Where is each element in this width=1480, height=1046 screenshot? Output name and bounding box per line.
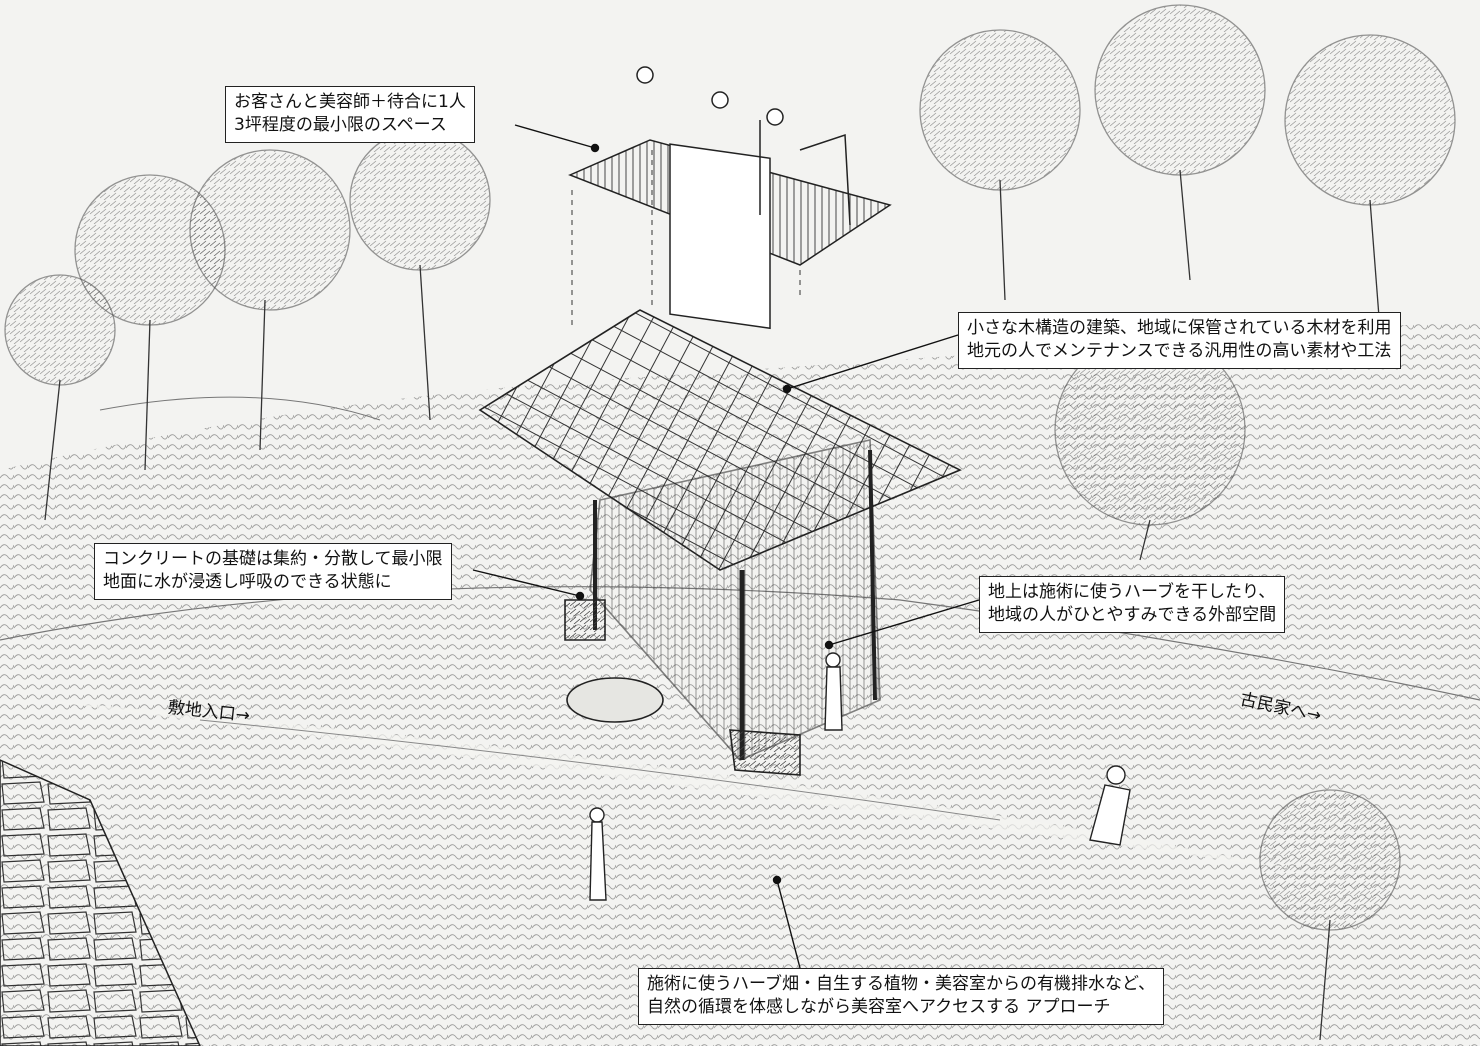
annotation-structure: 小さな木構造の建築、地域に保管されている木材を利用 地元の人でメンテナンスできる… bbox=[958, 312, 1401, 369]
tree-right-1 bbox=[920, 30, 1080, 300]
annotation-foundation-line1: コンクリートの基礎は集約・分散して最小限 bbox=[103, 548, 443, 571]
annotation-ground-floor: 地上は施術に使うハーブを干したり、 地域の人がひとやすみできる外部空間 bbox=[979, 576, 1285, 633]
annotation-foundation-line2: 地面に水が浸透し呼吸のできる状態に bbox=[103, 571, 443, 594]
annotation-foundation: コンクリートの基礎は集約・分散して最小限 地面に水が浸透し呼吸のできる状態に bbox=[94, 543, 452, 600]
floating-interior-floor bbox=[570, 67, 890, 328]
annotation-space-line1: お客さんと美容師＋待合に1人 bbox=[234, 91, 466, 114]
tree-left-3 bbox=[350, 130, 490, 420]
annotation-approach-line2: 自然の循環を体感しながら美容室へアクセスする アプローチ bbox=[647, 996, 1155, 1019]
annotation-structure-line2: 地元の人でメンテナンスできる汎用性の高い素材や工法 bbox=[967, 340, 1392, 363]
annotation-space: お客さんと美容師＋待合に1人 3坪程度の最小限のスペース bbox=[225, 86, 475, 143]
annotation-ground-floor-line2: 地域の人がひとやすみできる外部空間 bbox=[988, 604, 1276, 627]
tree-left-2 bbox=[190, 150, 350, 450]
tree-right-3 bbox=[1285, 35, 1455, 330]
tree-right-2 bbox=[1095, 5, 1265, 280]
annotation-structure-line1: 小さな木構造の建築、地域に保管されている木材を利用 bbox=[967, 317, 1392, 340]
annotation-approach: 施術に使うハーブ畑・自生する植物・美容室からの有機排水など、 自然の循環を体感し… bbox=[638, 968, 1164, 1025]
annotation-approach-line1: 施術に使うハーブ畑・自生する植物・美容室からの有機排水など、 bbox=[647, 973, 1155, 996]
annotation-space-line2: 3坪程度の最小限のスペース bbox=[234, 114, 466, 137]
annotation-ground-floor-line1: 地上は施術に使うハーブを干したり、 bbox=[988, 581, 1276, 604]
